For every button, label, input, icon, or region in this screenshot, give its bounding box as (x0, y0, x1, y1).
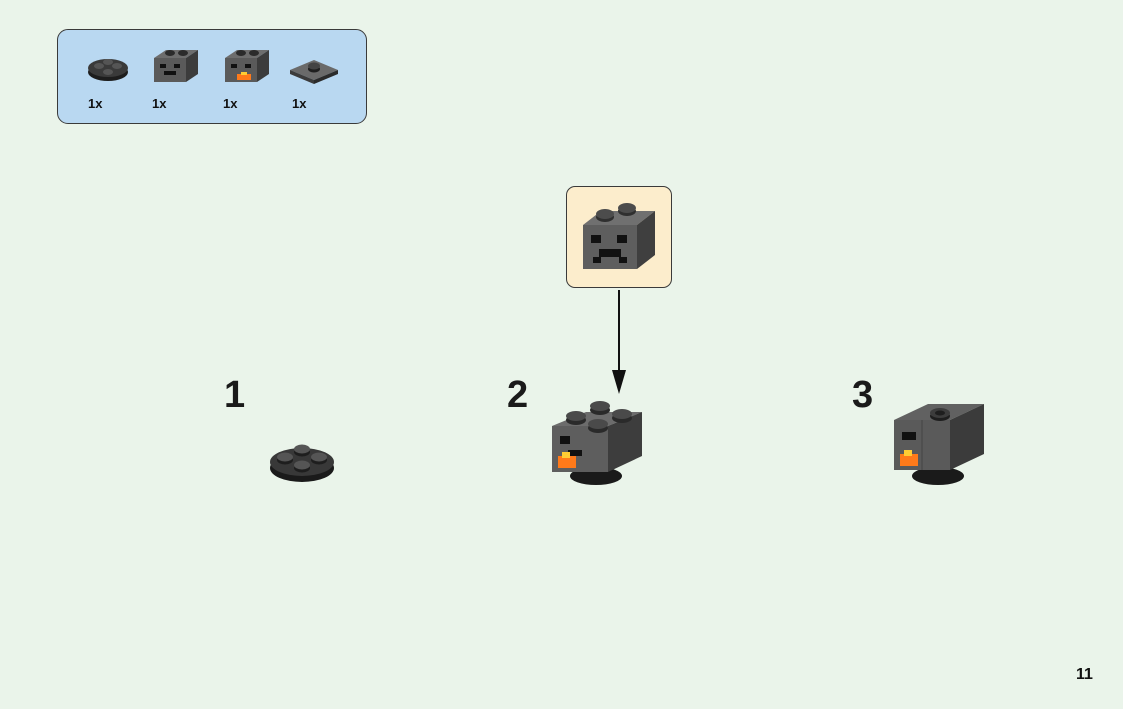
part-quantity: 1x (88, 96, 103, 111)
fire-face-brick-icon (225, 50, 269, 82)
page-number: 11 (1076, 666, 1093, 683)
parts-list-item: 1x (221, 30, 291, 125)
part-quantity: 1x (223, 96, 238, 111)
step-3-model (894, 404, 984, 485)
face-brick-icon (154, 50, 198, 82)
step-number: 3 (852, 374, 874, 416)
sub-part-callout (566, 186, 672, 288)
round-plate-icon (270, 444, 334, 482)
assembly-arrow (612, 290, 626, 394)
face-brick-icon (583, 203, 655, 269)
part-quantity: 1x (152, 96, 167, 111)
step-number: 2 (507, 374, 529, 416)
round-plate-icon (88, 59, 128, 81)
parts-list-item: 1x (150, 30, 220, 125)
jumper-plate-icon (290, 60, 338, 84)
parts-list-item: 1x (84, 30, 154, 125)
part-quantity: 1x (292, 96, 307, 111)
step-number: 1 (224, 374, 246, 416)
parts-list-box: 1x 1x 1x (57, 29, 367, 124)
parts-list-item: 1x (288, 30, 358, 125)
step-2-model (552, 401, 642, 485)
